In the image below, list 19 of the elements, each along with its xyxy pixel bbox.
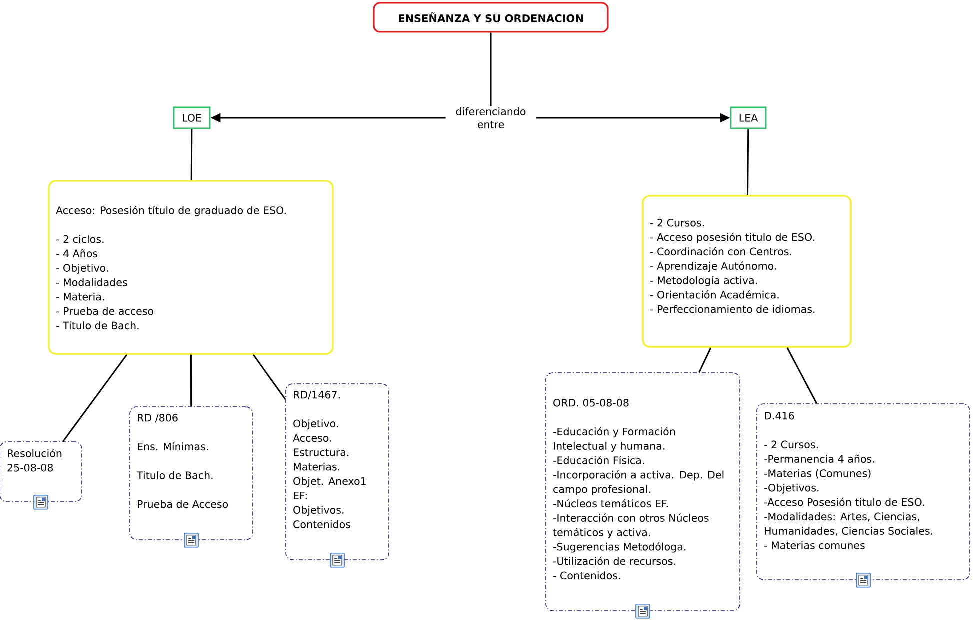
connector-line [786,348,818,404]
note-box: RD /806 Ens. Mínimas. Titulo de Bach. Prueba de Acceso [130,406,254,540]
title-box: ENSEÑANZA Y SU ORDENACION [373,2,609,33]
connector-line [252,354,286,400]
connector-line [190,129,193,180]
concept-box: - 2 Cursos. - Acceso posesión titulo de ESO. - Coordinación con Centros. - Aprendizaje Autónomo. - Metodología activa. - Orientación Académica. - Perfeccionamiento de idiomas. [642,195,852,348]
connector-line [490,32,492,106]
connector-line [62,354,128,442]
concept-box: Acceso: Posesión título de graduado de ESO. - 2 ciclos. - 4 Años - Objetivo. - Modalidades - Materia. - Prueba de acceso - Titulo de Bach. [48,180,334,355]
note-box: D.416 - 2 Cursos. -Permanencia 4 años. -Materias (Comunes) -Objetivos. -Acceso Posesión titulo de ESO. -Modalidades: Artes, Ciencias, Humanidades, Ciencias Sociales. - Materias comunes [756,404,970,580]
note-box: ORD. 05-08-08 -Educación y Formación Intelectual y humana. -Educación Física. -Incorporación a activa. Dep. Del campo profesional. -Núcleos temáticos EF. -Interacción con otros Núcleos temáticos y activa. -Sugerencias Metodóloga. -Utilización de recursos. - Contenidos. [546,372,740,612]
note-box: RD/1467. Objetivo. Acceso. Estructura. Materias. Objet. Anexo1 EF: Objetivos. Contenidos [286,384,390,560]
linking-phrase: diferenciando entre [446,106,536,130]
concept-box: LEA [730,106,767,130]
note-box: Resolución 25-08-08 [0,442,82,502]
connector-line [698,348,712,373]
connector-line [190,354,192,407]
concept-box: LOE [173,106,211,130]
connector-line [747,129,750,196]
